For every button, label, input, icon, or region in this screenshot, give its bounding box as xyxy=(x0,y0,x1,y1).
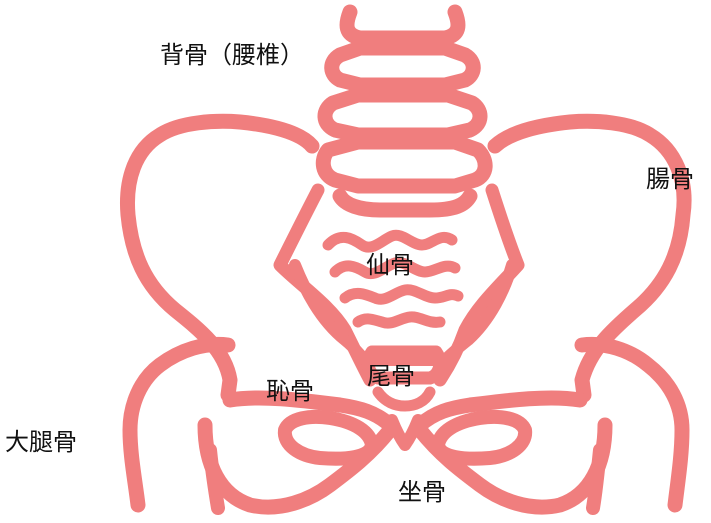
sacral-ridges xyxy=(328,235,458,323)
ischium-label: 坐骨 xyxy=(398,478,446,506)
ilium-label: 腸骨 xyxy=(646,165,694,193)
right-ilium xyxy=(495,121,684,395)
pubic-symphysis xyxy=(392,420,418,445)
femur-label: 大腿骨 xyxy=(5,428,77,456)
sacrum-label: 仙骨 xyxy=(366,251,414,279)
coccyx-label: 尾骨 xyxy=(367,362,415,390)
pubis-label: 恥骨 xyxy=(266,377,314,405)
lumbar-vertebrae xyxy=(323,12,485,210)
lumbar-spine-label: 背骨（腰椎） xyxy=(160,41,304,69)
coccyx-tip xyxy=(378,392,430,406)
